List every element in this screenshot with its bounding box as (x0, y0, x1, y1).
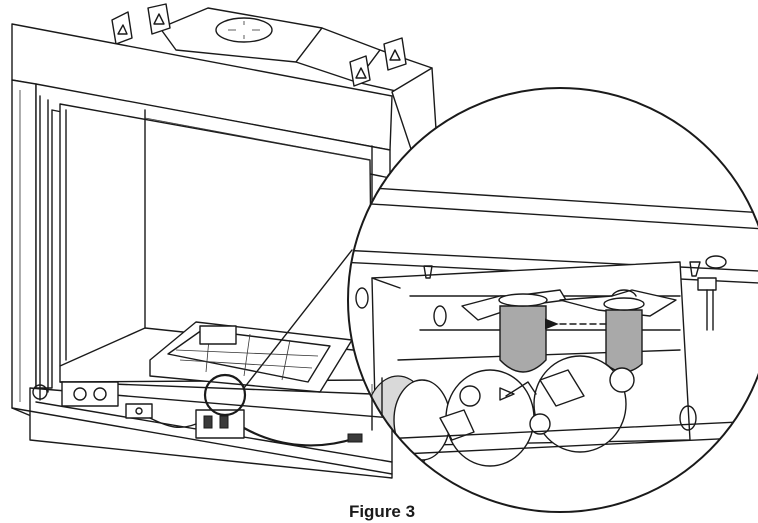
control-compartment (32, 373, 363, 447)
figure-caption: Figure 3 (348, 502, 416, 521)
top-vent-assembly (159, 7, 439, 177)
firebox-floor (59, 321, 373, 395)
standoff-tabs (111, 3, 407, 87)
zoom-detail (347, 87, 758, 513)
zoom-leader-line (243, 249, 353, 389)
